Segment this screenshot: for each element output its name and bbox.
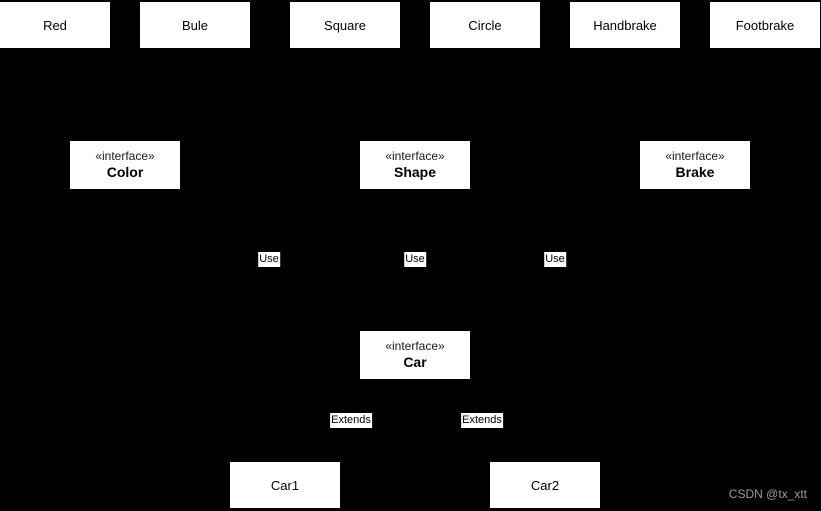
interface-box-color: «interface» Color [70,141,180,189]
class-box-red: Red [0,2,110,48]
class-box-label: Car2 [530,477,560,493]
interface-stereotype: «interface» [95,149,155,163]
interface-box-shape: «interface» Shape [360,141,470,189]
class-box-circle: Circle [430,2,540,48]
edge-label-extends-car2: Extends [461,413,503,428]
interface-stereotype: «interface» [385,149,445,163]
edge-label-use-brake: Use [544,252,566,267]
class-box-label: Car1 [270,477,300,493]
interface-name: Color [106,164,144,180]
class-box-label: Square [324,17,366,33]
class-box-label: Footbrake [735,17,795,33]
edge-label-use-shape: Use [404,252,426,267]
interface-name: Car [403,354,427,370]
edge-label-extends-car1: Extends [330,413,372,428]
class-box-label: Bule [181,17,209,33]
interface-box-car: «interface» Car [360,331,470,379]
interface-stereotype: «interface» [665,149,725,163]
class-box-label: Circle [468,17,502,33]
watermark: CSDN @tx_xtt [728,487,807,501]
interface-box-brake: «interface» Brake [640,141,750,189]
edge-label-use-color: Use [258,252,280,267]
interface-stereotype: «interface» [385,339,445,353]
class-box-footbrake: Footbrake [710,2,820,48]
class-box-square: Square [290,2,400,48]
class-box-label: Red [43,17,67,33]
class-box-car2: Car2 [490,462,600,508]
class-box-label: Handbrake [593,17,657,33]
interface-name: Shape [393,164,436,180]
class-box-handbrake: Handbrake [570,2,680,48]
interface-name: Brake [675,164,715,180]
class-box-bule: Bule [140,2,250,48]
class-box-car1: Car1 [230,462,340,508]
